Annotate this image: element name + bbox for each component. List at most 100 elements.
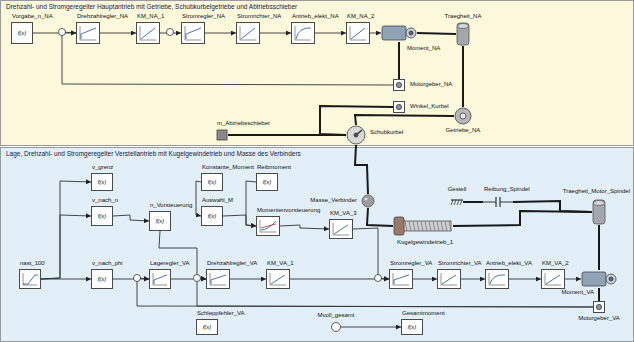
sensor-symbol (394, 102, 404, 112)
signal-line (509, 279, 541, 280)
signal-line (100, 33, 136, 34)
mass-symbol (216, 129, 228, 141)
block-label: Reibung_Spindel (483, 186, 531, 193)
block-circ: Getriebe_NA (454, 107, 472, 125)
pi-symbol (207, 270, 229, 288)
mechanical-connection (355, 115, 454, 125)
signal-line (565, 279, 581, 280)
block-pi: Lageregler_VA (149, 269, 171, 289)
block-label: KM_VA_1 (266, 260, 295, 267)
block-ball: Masse_Verbinder (361, 194, 375, 208)
km-symbol (267, 270, 289, 288)
signal-line (62, 32, 393, 85)
block-label: Motorgeber_NA (409, 81, 453, 88)
block-label: Schubkurbel (369, 129, 404, 136)
block-label: Kugelgewindetrieb_1 (396, 239, 454, 246)
block-ground: Gestell (451, 197, 463, 207)
block-fx: v_nach_phif(x) (91, 269, 113, 289)
block-label: Traegheit_Motor_Spindel (562, 188, 631, 195)
block-label: Moment_NA (406, 45, 441, 52)
signal-line (137, 278, 593, 307)
block-label: Vorgabe_n_NA (11, 13, 54, 20)
block-fx: Auswahl_Mf(x) (201, 206, 223, 226)
sum-junction (375, 275, 382, 282)
block-fx: Schleppfehler_VAf(x) (196, 319, 218, 335)
block-km: KM_NA_1 (136, 22, 160, 44)
mechanical-connection (398, 42, 400, 79)
sum-junction (59, 29, 66, 36)
block-ramp: nast_100 (19, 269, 41, 289)
block-fx: Reibmomentf(x) (256, 173, 278, 191)
mechanical-connection (417, 33, 456, 34)
function-text: f(x) (203, 324, 212, 331)
function-text: f(x) (156, 218, 165, 225)
block-fx: n_Vorsteuerungf(x) (149, 211, 171, 231)
region-band: Vorgabe_n_NAf(x)Drehzahlregler_NAKM_NA_1… (0, 0, 634, 146)
block-label: KM_NA_1 (136, 13, 165, 20)
mechanical-connection (598, 225, 600, 270)
ramp-symbol (20, 270, 40, 288)
block-km: KM_VA_1 (266, 269, 290, 289)
mechanical-connection (355, 145, 368, 194)
block-km: KM_NA_2 (346, 22, 370, 44)
pt1-symbol (486, 270, 508, 288)
mechanical-connection (453, 211, 592, 226)
block-label: Gesamtmoment (401, 310, 446, 317)
block-label: m_Abtriebsschieber (216, 120, 271, 127)
region-heading: Lage, Drehzahl- und Stromgeregelter Vers… (6, 150, 301, 158)
signal-line (353, 228, 389, 279)
motor-symbol (581, 270, 617, 288)
block-fx: Gesamtmomentf(x) (401, 319, 423, 335)
function-text: f(x) (263, 179, 272, 186)
signal-line (113, 215, 149, 221)
signal-line (461, 279, 485, 280)
signal-line (413, 279, 437, 280)
block-pi: Stromregler_VA (389, 269, 413, 289)
mechanical-connection (598, 288, 600, 301)
block-label: Moment_VA (560, 289, 595, 296)
km-symbol (237, 23, 259, 43)
block-damper: Reibung_Spindel (483, 197, 513, 207)
block-km: Stromrichter_VA (437, 269, 461, 289)
signal-line (197, 278, 593, 307)
block-label: Stromregler_NA (181, 13, 226, 20)
block-label: Lageregler_VA (149, 260, 191, 267)
block-graph: Momentenvorsteuerung (256, 216, 280, 236)
block-label: Reibmoment (256, 164, 292, 171)
pi-symbol (77, 23, 99, 43)
signal-line (196, 181, 201, 216)
block-pi: Drehzahlregler_VA (206, 269, 230, 289)
block-label: Stromrichter_VA (437, 260, 483, 267)
signal-line (260, 33, 291, 34)
block-label: Mvoll_gesamt (316, 312, 355, 319)
block-fx: v_grenzf(x) (91, 173, 113, 191)
block-label: KM_VA_3 (329, 210, 358, 217)
block-km: KM_VA_2 (541, 269, 565, 289)
pi-symbol (390, 270, 412, 288)
damper-symbol (483, 197, 513, 207)
block-label: Stromrichter_NA (236, 13, 282, 20)
block-sensor: Motorgeber_NA (393, 79, 405, 91)
function-text: f(x) (98, 213, 107, 220)
block-label: Masse_Verbinder (309, 197, 358, 204)
function-text: f(x) (208, 179, 217, 186)
block-label: Traegheit_NA (444, 13, 483, 20)
block-label: Stromregler_VA (389, 260, 433, 267)
signal-line (246, 181, 256, 226)
mechanical-connection (320, 106, 393, 135)
function-text: f(x) (208, 213, 217, 220)
graph-symbol (257, 217, 279, 235)
motor-symbol (381, 24, 417, 42)
signal-line (315, 33, 346, 34)
sum-junction (134, 275, 141, 282)
pi-symbol (150, 270, 170, 288)
block-cyl: Traegheit_NA (456, 22, 470, 46)
screw-symbol (393, 216, 453, 236)
block-label: Getriebe_NA (445, 127, 482, 134)
mechanical-connection (462, 46, 464, 107)
block-label: Drehzahlregler_VA (206, 260, 258, 267)
signal-line (280, 225, 329, 229)
block-label: n_Vorsteuerung (149, 202, 193, 209)
block-label: Winkel_Kurbel (409, 103, 450, 110)
